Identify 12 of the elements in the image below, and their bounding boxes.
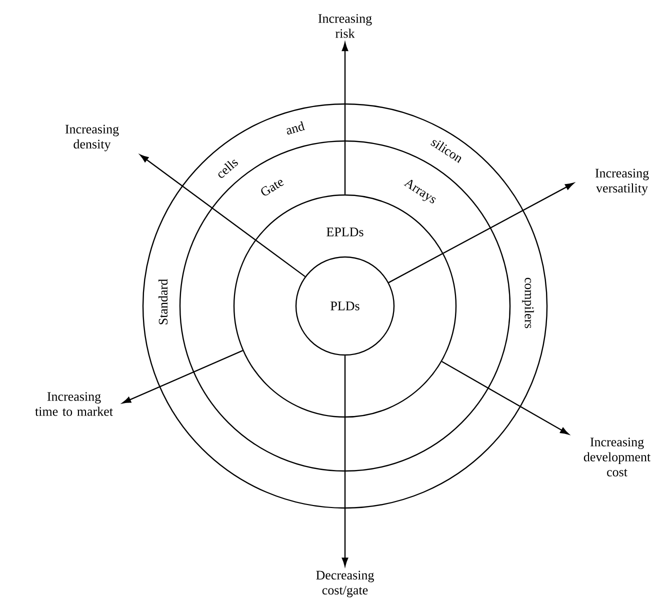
axis-label: Increasing risk <box>318 14 372 38</box>
axis-label: Increasing time to market <box>35 392 113 416</box>
axis-label: Decreasing cost/gate <box>316 570 374 598</box>
arrow <box>342 42 348 194</box>
arrow <box>442 360 569 435</box>
arrow <box>122 350 243 404</box>
arrow <box>140 154 306 278</box>
arrow <box>342 356 348 566</box>
arrow <box>388 182 574 284</box>
axis-label: Increasing density <box>65 124 119 152</box>
axis-label: Increasing versatility <box>595 168 649 196</box>
axis-label: Increasing development cost <box>584 438 650 476</box>
